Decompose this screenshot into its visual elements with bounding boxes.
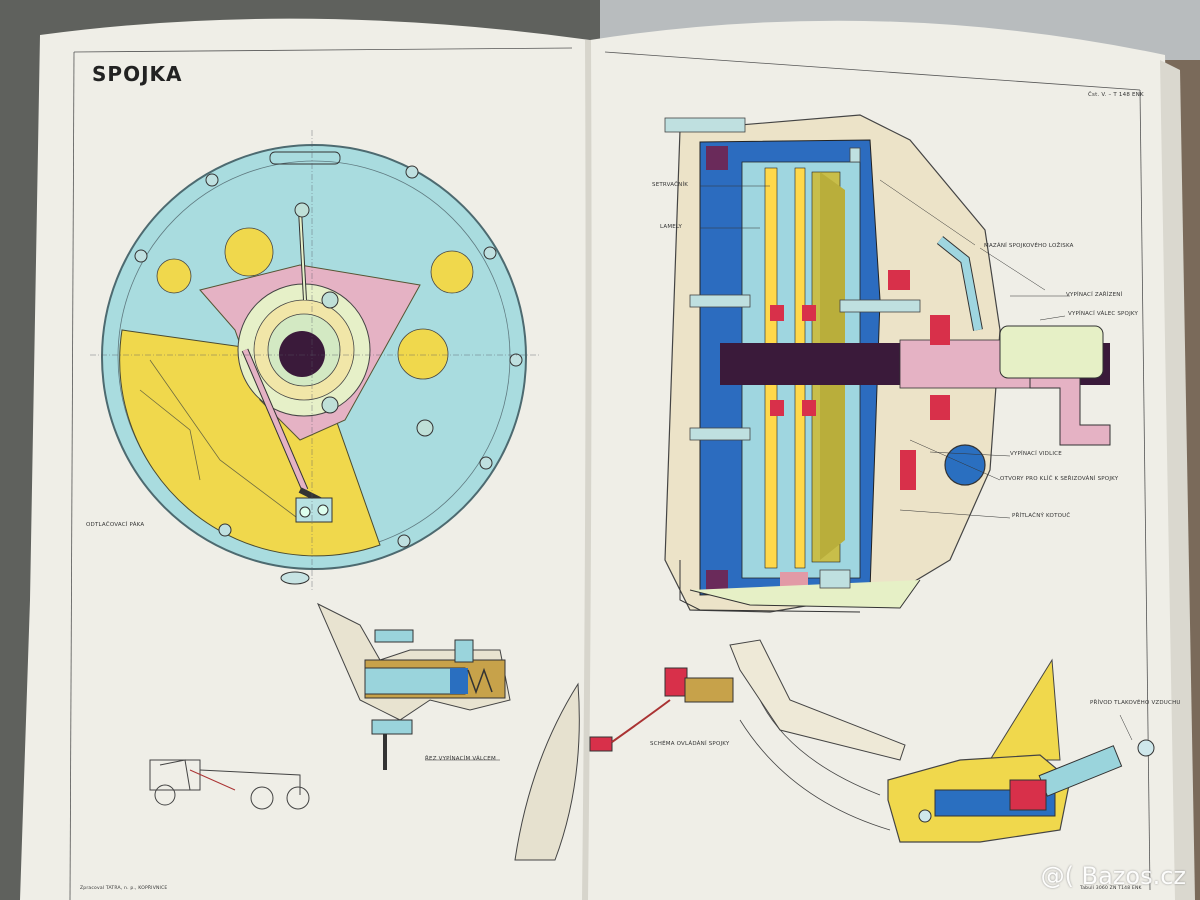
label-pritlacny-kotouc: PŘÍTLAČNÝ KOTOUČ: [1012, 513, 1071, 519]
poster-title: SPOJKA: [92, 62, 183, 86]
clutch-front-view: [90, 130, 540, 590]
sheet-code: Čst. V. – T 148 ENK: [1088, 92, 1144, 98]
label-rez-valcem: ŘEZ VYPÍNACÍM VÁLCEM: [425, 756, 496, 762]
label-otvory: OTVORY PRO KLÍČ K SEŘIZOVÁNÍ SPOJKY: [1000, 476, 1119, 482]
bazos-watermark: @( Bazos.cz: [1040, 862, 1186, 890]
label-vypinaci-valec: VYPÍNACÍ VÁLEC SPOJKY: [1068, 311, 1139, 317]
flywheel-mark: [706, 146, 728, 170]
label-odtlacovaci-paka: ODTLAČOVACÍ PÁKA: [86, 522, 145, 528]
label-setrvacnik: SETRVAČNÍK: [652, 182, 689, 188]
label-mazani: MAZÁNÍ SPOJKOVÉHO LOŽISKA: [984, 243, 1074, 249]
control-scheme: [514, 639, 906, 861]
truck-sketch: [149, 759, 310, 810]
footer-left: Zpracoval TATRA, n. p., KOPŘIVNICE: [80, 886, 168, 891]
footer-right: Tabulí 3060 ZN T148 ENK: [1080, 886, 1142, 891]
label-vypinaci-zarizeni: VYPÍNACÍ ZAŘÍZENÍ: [1066, 292, 1123, 298]
shaft-hole: [279, 331, 325, 377]
release-cylinder: [999, 325, 1104, 379]
label-lamely: LAMELY: [660, 224, 683, 230]
label-schema: SCHÉMA OVLÁDÁNÍ SPOJKY: [650, 741, 730, 747]
label-privod: PŘÍVOD TLAKOVÉHO VZDUCHU: [1090, 700, 1181, 706]
release-cylinder-section: [316, 602, 511, 770]
air-cylinder-section: [887, 658, 1155, 843]
label-vypinaci-vidlice: VYPÍNACÍ VIDLICE: [1010, 451, 1062, 457]
clutch-cross-section: [664, 114, 1111, 613]
